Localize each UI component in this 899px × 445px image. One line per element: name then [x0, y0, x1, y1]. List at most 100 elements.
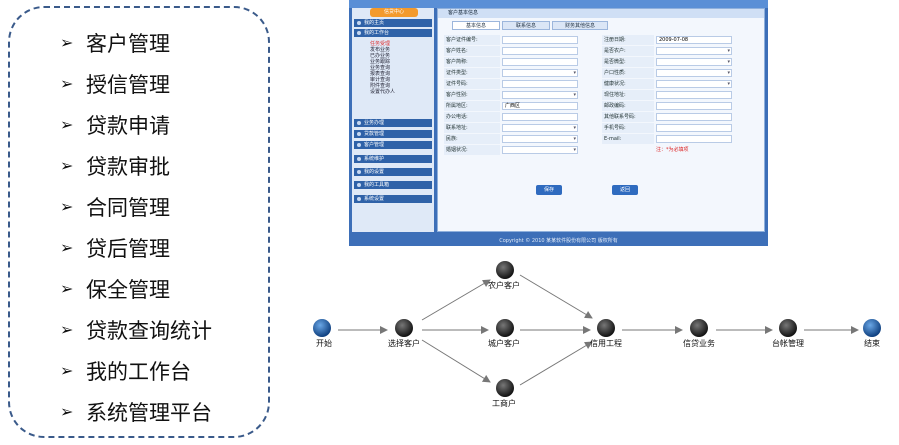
- sidebar-subitem[interactable]: 业务查询: [370, 65, 391, 71]
- sidebar-subitem[interactable]: 审计查询: [370, 77, 391, 83]
- sidebar-subitem[interactable]: 业务跟踪: [370, 59, 391, 65]
- form-select[interactable]: ▾: [502, 91, 578, 99]
- save-button[interactable]: 保存: [536, 185, 562, 195]
- form-input[interactable]: [656, 113, 732, 121]
- sidebar-subitem[interactable]: 任务受理: [370, 41, 391, 47]
- return-button[interactable]: 返回: [612, 185, 638, 195]
- menu-item-preservation: ➢ 保全管理: [60, 268, 212, 309]
- flow-node-label: 开始: [316, 338, 332, 348]
- sidebar-subitem[interactable]: 附件查询: [370, 83, 391, 89]
- sidebar-item[interactable]: 我的工具箱: [354, 181, 432, 189]
- flow-edge: [519, 341, 593, 386]
- form-label: 婚姻状况:: [444, 145, 500, 155]
- menu-item-label: 贷款审批: [86, 154, 170, 179]
- form-input[interactable]: [502, 58, 578, 66]
- task-node-icon: [395, 319, 413, 337]
- flow-node-end: 结束: [863, 319, 881, 348]
- sidebar-item[interactable]: 系统维护: [354, 155, 432, 163]
- form-select[interactable]: ▾: [656, 69, 732, 77]
- menu-item-loan-approve: ➢贷款审批: [60, 145, 212, 186]
- sidebar-subitem[interactable]: 设置代办人: [370, 89, 396, 95]
- flow-node-label: 信用工程: [590, 338, 622, 348]
- sidebar-item[interactable]: 客户管理: [354, 141, 432, 149]
- app-footer: Copyright © 2010 某某软件股份有限公司 版权所有: [499, 238, 618, 244]
- flow-edge: [421, 279, 491, 321]
- task-node-icon: [597, 319, 615, 337]
- sidebar-subitem[interactable]: 已办业务: [370, 53, 391, 59]
- form-input[interactable]: [502, 47, 578, 55]
- chevron-down-icon: ▾: [573, 125, 576, 131]
- form-row: 联系地址: ▾ 手机号码:: [444, 123, 758, 134]
- form-select[interactable]: ▾: [502, 124, 578, 132]
- sidebar-subitem[interactable]: 发布业务: [370, 47, 391, 53]
- region-select[interactable]: 广西区: [502, 102, 578, 110]
- sidebar-head-tab[interactable]: 信贷中心: [370, 8, 418, 17]
- form-row: 所属地区: 广西区 邮政编码:: [444, 101, 758, 112]
- menu-item-label: 贷款申请: [86, 113, 170, 138]
- date-input[interactable]: 2009-07-08: [656, 36, 732, 44]
- sidebar-item[interactable]: 系统设置: [354, 195, 432, 203]
- tab-contact-info[interactable]: 联系信息: [502, 21, 550, 30]
- form-label: 客户姓名:: [444, 46, 500, 56]
- menu-item-label: 系统管理平台: [86, 400, 212, 425]
- tab-basic-info[interactable]: 基本信息: [452, 21, 500, 30]
- menu-item-contract: ➢合同管理: [60, 186, 212, 227]
- arrow-bullet-icon: ➢: [60, 402, 74, 421]
- sidebar-item[interactable]: 我的主页: [354, 19, 432, 27]
- sidebar-item[interactable]: 业务办理: [354, 119, 432, 127]
- form-input[interactable]: [502, 113, 578, 121]
- form-label: 证件类型:: [444, 68, 500, 78]
- form-input[interactable]: [502, 80, 578, 88]
- form-label: 联系地址:: [444, 123, 500, 133]
- form-row: 客户姓名: 是否农户: ▾: [444, 46, 758, 57]
- arrow-bullet-icon: ➢: [60, 74, 74, 93]
- menu-item-label: 客户管理: [86, 31, 170, 56]
- form-input[interactable]: [656, 102, 732, 110]
- task-node-icon: [496, 261, 514, 279]
- form-label: 客户性别:: [444, 90, 500, 100]
- main-panel: 客户基本信息 基本信息 联系信息 财务其他信息 客户证件编号: 注册日期: 20…: [437, 8, 765, 232]
- sidebar-subitem[interactable]: 报表查询: [370, 71, 391, 77]
- flow-node-urban: 城户客户: [488, 319, 520, 348]
- form-select[interactable]: ▾: [502, 69, 578, 77]
- form-input[interactable]: [656, 91, 732, 99]
- task-node-icon: [779, 319, 797, 337]
- chevron-down-icon: ▾: [727, 48, 730, 54]
- form-label: 客户简称:: [444, 57, 500, 67]
- tab-finance-info[interactable]: 财务其他信息: [552, 21, 608, 30]
- flow-node-label: 台帐管理: [772, 338, 804, 348]
- form-label: 健康状况:: [602, 79, 654, 89]
- flow-node-label: 选择客户: [388, 338, 420, 348]
- form-row: 证件号码: 健康状况: ▾: [444, 79, 758, 90]
- form-label: 证件号码:: [444, 79, 500, 89]
- form-row: 婚姻状况: ▾ 注：*为必填项: [444, 145, 758, 156]
- sidebar-item[interactable]: 我的工作台: [354, 29, 432, 37]
- form-label: 民族:: [444, 134, 500, 144]
- flow-node-credit-project: 信用工程: [590, 319, 622, 348]
- end-node-icon: [863, 319, 881, 337]
- task-node-icon: [496, 379, 514, 397]
- required-note: 注：*为必填项: [656, 147, 689, 153]
- form-select[interactable]: ▾: [656, 58, 732, 66]
- form-select[interactable]: ▾: [502, 146, 578, 154]
- form-row: 客户性别: ▾ 现住地址:: [444, 90, 758, 101]
- module-menu-list: ➢客户管理 ➢授信管理 ➢贷款申请 ➢贷款审批 ➢合同管理 ➢贷后管理 ➢保全管…: [60, 22, 212, 432]
- menu-item-post-loan: ➢贷后管理: [60, 227, 212, 268]
- form-select[interactable]: ▾: [656, 47, 732, 55]
- menu-item-label: 保全管理: [86, 277, 170, 302]
- sidebar-item[interactable]: 贷款管理: [354, 130, 432, 138]
- flow-edges: [338, 274, 859, 386]
- menu-item-loan-apply: ➢贷款申请: [60, 104, 212, 145]
- form-input[interactable]: [656, 135, 732, 143]
- flow-node-label: 城户客户: [488, 338, 520, 348]
- sidebar-item[interactable]: 我的设置: [354, 168, 432, 176]
- form-select[interactable]: ▾: [656, 80, 732, 88]
- form-input[interactable]: [502, 36, 578, 44]
- form-label: 现住地址:: [602, 90, 654, 100]
- form-select[interactable]: ▾: [502, 135, 578, 143]
- form-input[interactable]: [656, 124, 732, 132]
- task-node-icon: [690, 319, 708, 337]
- chevron-down-icon: ▾: [727, 81, 730, 87]
- arrow-bullet-icon: ➢: [60, 279, 74, 298]
- flow-node-select-customer: 选择客户: [388, 319, 420, 348]
